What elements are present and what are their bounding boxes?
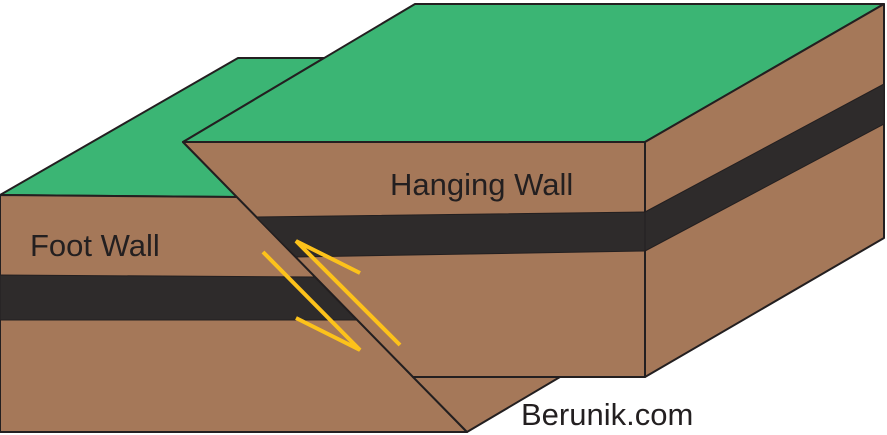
hanging-wall-dark-layer-side: [644, 83, 885, 252]
foot-wall-block: [0, 57, 561, 433]
foot-wall-dark-layer: [0, 274, 358, 321]
hanging-wall-label: Hanging Wall: [390, 167, 573, 202]
hanging-wall-side-face: [644, 3, 885, 378]
foot-wall-motion-arrow: [261, 250, 362, 352]
hanging-wall-block: [182, 3, 885, 378]
hanging-wall-motion-arrow: [294, 239, 402, 347]
foot-wall-label: Foot Wall: [30, 228, 160, 263]
fault-motion-arrows: [261, 239, 402, 352]
watermark-text: Berunik.com: [521, 397, 693, 432]
